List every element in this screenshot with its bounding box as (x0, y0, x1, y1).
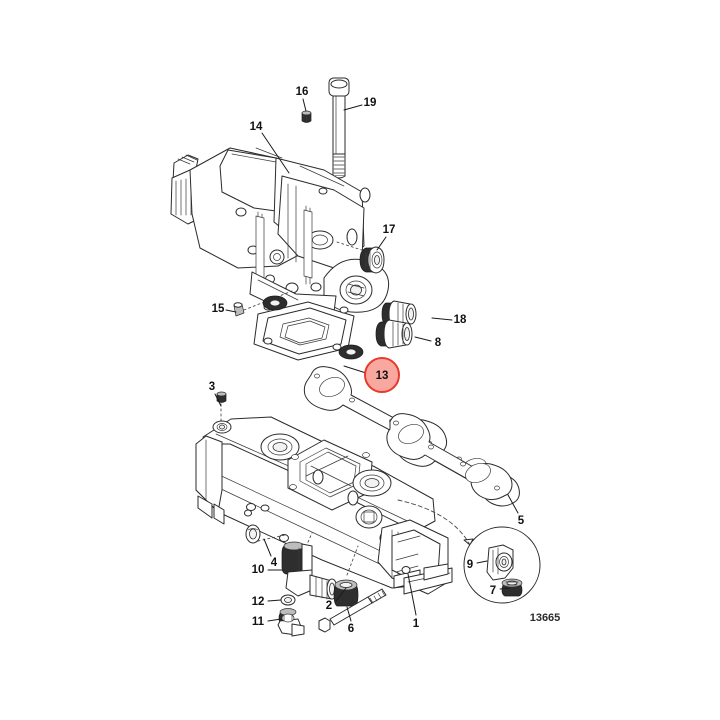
leader-8 (414, 336, 432, 342)
leader-7 (499, 587, 511, 590)
callout-2: 2 (326, 600, 332, 612)
part-7-nut-insert (501, 578, 523, 597)
leader-9 (476, 560, 488, 564)
part-14-exhaust-elbow-housing (170, 147, 390, 317)
callout-17: 17 (383, 224, 396, 236)
callout-16: 16 (296, 86, 309, 98)
leader-lines (214, 98, 453, 622)
callout-10: 10 (252, 564, 265, 576)
detail-callout-circle (463, 526, 541, 604)
leader-6 (346, 606, 352, 622)
callout-1: 1 (413, 618, 420, 630)
part-6-hex-bolt-long (318, 588, 387, 633)
assembly-dash-10 (301, 532, 313, 557)
leader-13 (343, 365, 367, 374)
callout-4: 4 (271, 557, 278, 569)
leader-4 (263, 538, 272, 557)
callout-5: 5 (518, 515, 525, 527)
callout-labels: 1 2 3 4 5 6 7 8 9 10 11 12 14 15 16 17 1… (209, 86, 525, 635)
leader-19 (343, 104, 363, 111)
part-15-dowel-pin (233, 302, 245, 317)
part-2-plug-cap (333, 579, 359, 607)
callout-11: 11 (252, 616, 265, 628)
part-17-fitting-upper (359, 246, 385, 274)
assembly-dash-2 (346, 545, 359, 576)
highlight-label: 13 (376, 370, 389, 382)
part-5-manifold-gasket-lower (386, 413, 513, 501)
part-11-hose-fitting-small (277, 608, 305, 637)
callout-3: 3 (209, 381, 215, 393)
part-1-exhaust-manifold (195, 416, 453, 595)
callout-12: 12 (252, 596, 265, 608)
leader-5 (507, 494, 519, 514)
part-19-hex-head-bolt (328, 77, 350, 179)
callout-9: 9 (467, 559, 473, 571)
callout-14: 14 (250, 121, 263, 133)
part-3-plug-small-top (216, 391, 227, 403)
part-9-detail-fitting (486, 544, 514, 581)
leader-18 (431, 317, 453, 321)
part-8-fitting-lower (375, 319, 413, 349)
callout-18: 18 (454, 314, 467, 326)
assembly-dash-4 (257, 534, 286, 542)
part-16-plug-top (301, 110, 312, 123)
leader-16 (302, 98, 307, 112)
leader-2 (335, 587, 347, 602)
callout-8: 8 (435, 337, 442, 349)
leader-15 (225, 309, 237, 313)
callout-6: 6 (348, 623, 354, 635)
leader-3 (214, 393, 222, 407)
assembly-dash-detail (397, 499, 471, 546)
highlighted-callout-13[interactable]: 13 (364, 357, 400, 393)
leader-17 (376, 236, 387, 251)
callout-19: 19 (364, 97, 377, 109)
callout-7: 7 (490, 585, 496, 597)
part-4-o-ring-seal (245, 524, 261, 544)
leader-11 (267, 618, 282, 622)
leader-14 (261, 132, 290, 174)
callout-15: 15 (212, 303, 225, 315)
part-12-o-ring-small (280, 594, 296, 606)
elbow-mount-gasket (253, 295, 364, 361)
leader-12 (267, 599, 282, 602)
leader-1 (407, 573, 417, 616)
highlight-circle[interactable] (364, 357, 400, 393)
diagram-reference-number: 13665 (530, 612, 561, 624)
